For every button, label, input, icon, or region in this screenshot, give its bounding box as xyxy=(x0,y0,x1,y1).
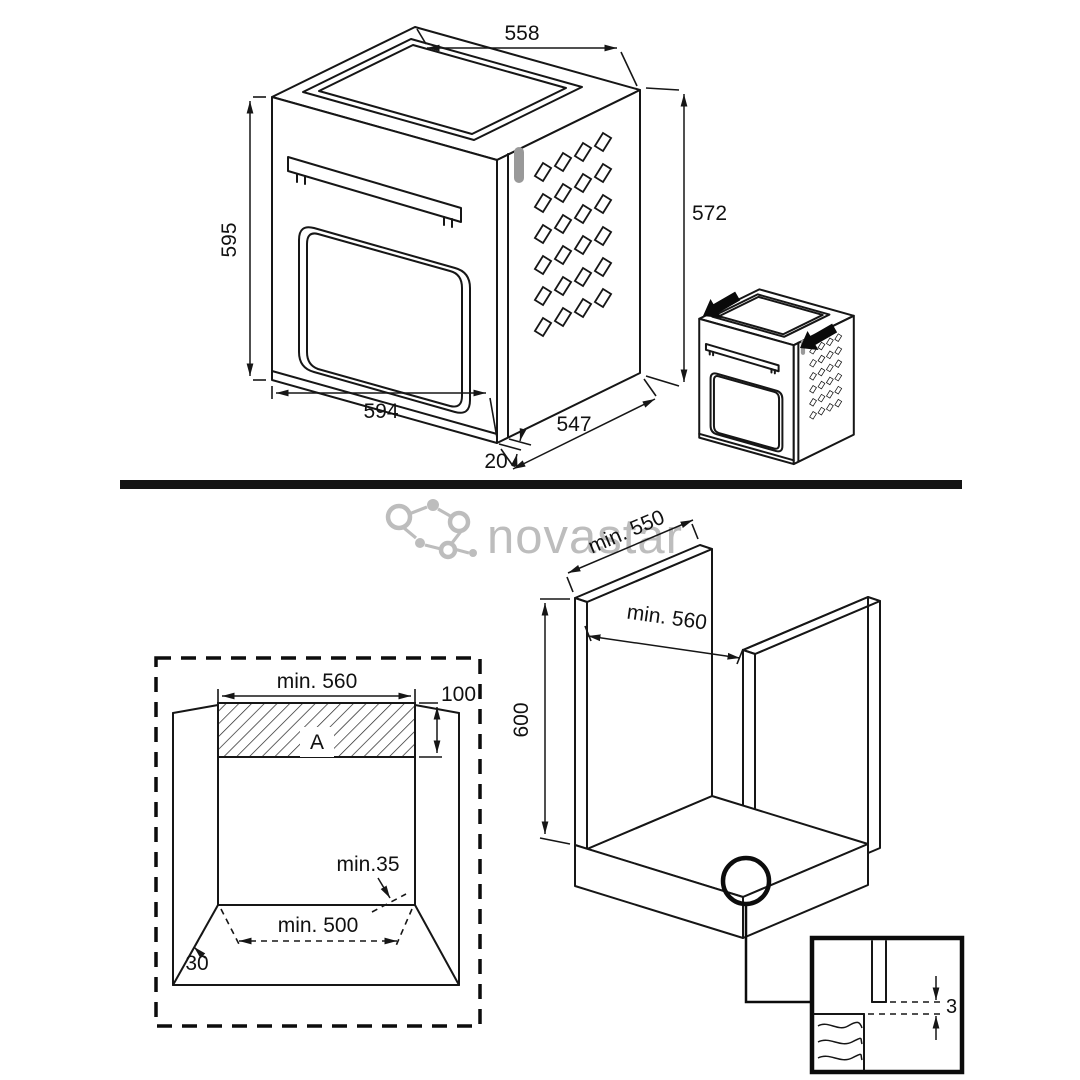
oven-door-window-inner xyxy=(307,233,462,406)
detail-inset: 3 xyxy=(809,935,965,1075)
ext-line xyxy=(736,648,744,665)
detail-leader-line xyxy=(744,904,810,1004)
dim-label-top-width: 558 xyxy=(504,22,539,45)
ext-line xyxy=(645,375,680,387)
vent-area-label: A xyxy=(310,731,324,754)
dim-label-side-height: 572 xyxy=(692,202,727,225)
worktop-cross-section xyxy=(813,1013,865,1071)
ext-line-dashed xyxy=(220,908,242,949)
cutout-dashed-frame xyxy=(154,656,482,1028)
oven-hinge-part xyxy=(514,147,524,183)
dim-label-front-height: 595 xyxy=(218,222,241,257)
ext-line xyxy=(620,51,638,87)
handle-posts xyxy=(297,174,452,227)
ext-line xyxy=(489,397,498,439)
oven-door-handle xyxy=(288,157,461,222)
oven-top-recess-outer xyxy=(303,39,582,140)
molecule-logo-icon xyxy=(385,499,477,560)
ext-line xyxy=(539,837,571,845)
oven-door-window xyxy=(299,227,470,413)
plinth-dashed-line xyxy=(189,931,204,956)
panel-cross-section xyxy=(871,940,887,1003)
ext-line-dashed xyxy=(394,908,413,949)
ext-line xyxy=(691,523,699,540)
dim-label-vent-height: 100 xyxy=(441,683,476,706)
ext-line xyxy=(645,87,680,91)
dim-label-depth: 547 xyxy=(556,413,591,436)
left-panel-front-edge xyxy=(574,597,588,850)
dim-label-cabinet-height: 600 xyxy=(510,702,533,737)
dim-label-front-width: 594 xyxy=(363,400,398,423)
vent-label-box xyxy=(300,727,334,757)
dim-line-depth xyxy=(512,398,656,470)
dim-arrow-door-gap-bottom xyxy=(510,453,518,468)
dim-line-cabinet-width xyxy=(587,634,741,660)
section-divider xyxy=(120,480,962,489)
dim-arrow-rear-clearance xyxy=(377,877,391,899)
dim-label-detail-gap: 3 xyxy=(946,996,957,1018)
oven-isometric: 558 572 595 594 20 547 xyxy=(218,22,727,473)
dim-label-base-width: min. 500 xyxy=(278,914,359,937)
dim-line-cabinet-depth xyxy=(567,519,694,574)
oven-dimensions: 558 572 595 594 20 547 xyxy=(218,22,727,473)
cabinet-isometric: 600 min. 550 min. 560 xyxy=(510,506,881,1004)
plinth-right-face xyxy=(742,843,869,939)
wood-grain xyxy=(817,1021,863,1061)
oven-body xyxy=(272,27,640,443)
niche-cutout-diagram: A min. 560 100 min.35 min. 500 30 xyxy=(154,656,482,1028)
dim-label-door-gap: 20 xyxy=(484,450,507,473)
ext-line xyxy=(500,448,514,467)
dim-label-niche-width: min. 560 xyxy=(277,670,358,693)
dim-arrow-bottom-gap xyxy=(193,946,206,959)
ext-line xyxy=(416,28,427,45)
ext-line xyxy=(566,576,574,593)
oven-small-isometric xyxy=(697,286,854,464)
oven-small-body xyxy=(699,289,854,464)
oven-door-bottom-line xyxy=(272,371,497,434)
dim-label-rear-clearance: min.35 xyxy=(336,853,399,876)
oven-top-recess-inner xyxy=(319,45,566,134)
ext-line xyxy=(643,378,657,397)
dim-label-bottom-gap: 30 xyxy=(185,952,208,975)
